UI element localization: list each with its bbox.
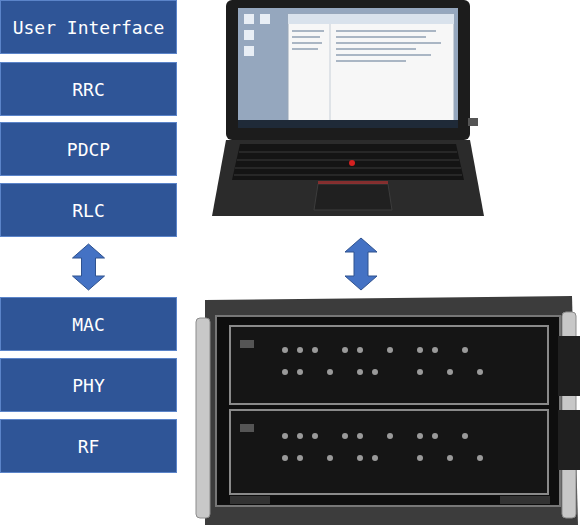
front-panel <box>216 316 560 506</box>
usb-plug <box>468 118 478 126</box>
layer-label: RLC <box>72 200 105 221</box>
double-arrow <box>73 244 105 290</box>
ue-simulator-hardware <box>196 296 580 525</box>
switch <box>240 424 254 432</box>
layer-label: PDCP <box>67 139 110 160</box>
fan <box>558 410 580 470</box>
layer-box: User Interface <box>0 0 177 54</box>
connector-group <box>73 244 105 290</box>
trackpoint <box>349 160 355 166</box>
layer-box: RLC <box>0 183 177 237</box>
layer-box: MAC <box>0 297 177 351</box>
layer-box: PDCP <box>0 122 177 176</box>
keyboard-rows <box>234 152 462 175</box>
handle <box>196 318 210 518</box>
logo-plate <box>230 496 270 504</box>
laptop-illustration <box>212 0 484 216</box>
keyboard <box>232 144 464 180</box>
chassis <box>205 296 578 525</box>
window-titlebar <box>288 14 454 24</box>
desktop-icons <box>244 14 270 56</box>
window-divider <box>330 24 331 122</box>
window-text-lines <box>292 30 441 62</box>
trackpad <box>314 184 392 210</box>
layer-label: MAC <box>72 314 105 335</box>
layer-label: RRC <box>72 79 105 100</box>
trackpad-buttons <box>318 181 388 184</box>
fan <box>558 336 580 396</box>
layer-box: RRC <box>0 62 177 116</box>
screen-glare <box>238 8 458 128</box>
laptop-lid <box>226 0 470 140</box>
layer-label: User Interface <box>13 17 165 38</box>
module-panel <box>230 326 548 404</box>
app-window <box>288 14 454 122</box>
double-arrow-illustration <box>345 238 377 290</box>
layer-box: PHY <box>0 358 177 412</box>
layer-label: RF <box>78 436 100 457</box>
layer-label: PHY <box>72 375 105 396</box>
model-plate <box>500 496 550 504</box>
taskbar <box>238 120 458 128</box>
connectors <box>282 347 483 461</box>
laptop-screen <box>238 8 458 128</box>
laptop-base <box>212 140 484 216</box>
switch <box>240 340 254 348</box>
layer-box: RF <box>0 419 177 473</box>
module-panel <box>230 410 548 494</box>
